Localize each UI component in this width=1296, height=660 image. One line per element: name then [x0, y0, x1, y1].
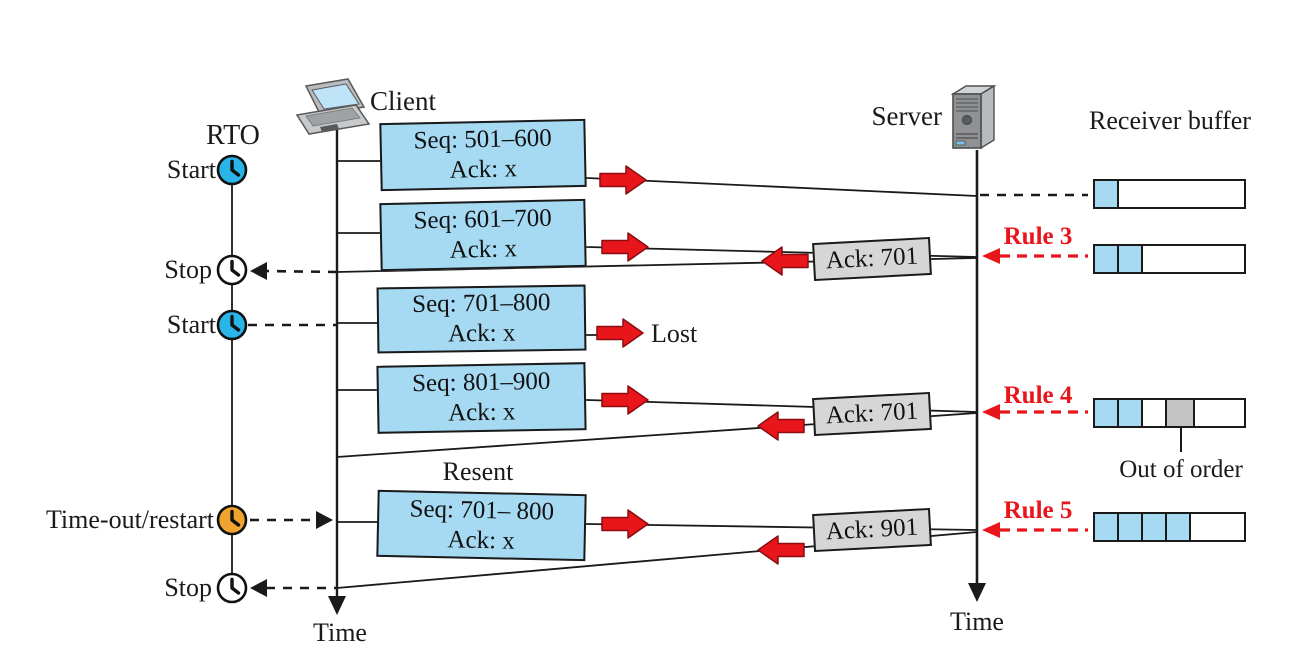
segment5-ack: Ack: x — [447, 525, 516, 555]
segment-box-2: Seq: 601–700 Ack: x — [379, 198, 587, 272]
resent-label: Resent — [442, 457, 514, 486]
client-label: Client — [370, 86, 436, 116]
buffer-cell-filled — [1095, 400, 1119, 426]
ack3-red-arrow-icon — [757, 535, 805, 565]
rule5-label: Rule 5 — [1003, 497, 1073, 524]
segment2-red-arrow-icon — [601, 232, 649, 262]
stop1-arrowhead-icon — [250, 262, 267, 280]
timeout-arrowhead-icon — [316, 511, 333, 529]
segment1-seq: Seq: 501–600 — [413, 124, 553, 155]
client-time-label: Time — [313, 618, 367, 647]
ack-box-2: Ack: 701 — [812, 391, 932, 437]
ack-box-1: Ack: 701 — [812, 236, 932, 282]
buffer-cell-empty — [1143, 400, 1167, 426]
stop1-clock-icon — [216, 254, 248, 286]
segment3-red-arrow-icon — [596, 318, 644, 348]
server-label: Server — [871, 101, 942, 131]
receiver-buffer-2 — [1093, 244, 1246, 274]
start2-clock-icon — [216, 309, 248, 341]
lost-label: Lost — [651, 319, 698, 348]
segment1-ack: Ack: x — [449, 155, 518, 184]
rule5-arrowhead-icon — [982, 522, 1000, 538]
rule4-arrowhead-icon — [982, 404, 1000, 420]
segment4-seq: Seq: 801–900 — [411, 367, 551, 398]
segment-box-1: Seq: 501–600 Ack: x — [379, 118, 587, 192]
segment3-seq: Seq: 701–800 — [411, 289, 551, 318]
segment-box-5-resent: Seq: 701– 800 Ack: x — [376, 489, 587, 562]
client-time-arrowhead-icon — [328, 596, 346, 615]
receiver-buffer-4 — [1093, 512, 1246, 542]
server-icon — [950, 84, 997, 150]
segment1-red-arrow-icon — [599, 165, 647, 195]
timer-event-stop1-label: Stop — [164, 255, 212, 284]
receiver-buffer-3 — [1093, 398, 1246, 428]
buffer-cell-filled — [1119, 514, 1143, 540]
buffer-cell-filled — [1119, 400, 1143, 426]
buffer-cell-filled — [1119, 246, 1143, 272]
rule4-label: Rule 4 — [1003, 382, 1073, 409]
stop2-arrowhead-icon — [250, 579, 267, 597]
timer-event-stop2-label: Stop — [164, 573, 212, 602]
ack-box-3: Ack: 901 — [812, 507, 932, 553]
segment3-ack: Ack: x — [447, 319, 516, 348]
timer-event-start1-label: Start — [166, 155, 216, 184]
segment5-seq: Seq: 701– 800 — [409, 494, 555, 526]
out-of-order-label: Out of order — [1119, 456, 1243, 483]
timer-event-start2-label: Start — [166, 310, 216, 339]
buffer-cell-filled — [1167, 514, 1191, 540]
start1-clock-icon — [216, 154, 248, 186]
rto-label: RTO — [206, 120, 260, 151]
ack2-red-arrow-icon — [757, 411, 805, 441]
buffer-cell-filled — [1095, 514, 1119, 540]
buffer-cell-out_of_order — [1167, 400, 1195, 426]
buffer-cell-filled — [1143, 514, 1167, 540]
receiver-buffer-1 — [1093, 179, 1246, 209]
rule3-label: Rule 3 — [1003, 223, 1073, 250]
server-time-label: Time — [950, 607, 1004, 636]
segment2-ack: Ack: x — [449, 235, 518, 264]
laptop-icon — [295, 78, 371, 135]
receiver-buffer-title: Receiver buffer — [1089, 106, 1251, 135]
stop2-clock-icon — [216, 572, 248, 604]
stop1-dashed-connector — [265, 269, 338, 274]
segment-box-4: Seq: 801–900 Ack: x — [376, 362, 587, 434]
rule3-arrowhead-icon — [982, 248, 1000, 264]
segment4-ack: Ack: x — [447, 398, 516, 427]
segment4-red-arrow-icon — [601, 385, 649, 415]
segment5-red-arrow-icon — [601, 509, 649, 539]
timeout-clock-icon — [216, 504, 248, 536]
ack1-red-arrow-icon — [761, 246, 809, 276]
segment2-seq: Seq: 601–700 — [413, 204, 553, 235]
buffer-cell-filled — [1095, 246, 1119, 272]
server-time-arrowhead-icon — [968, 583, 986, 602]
buffer-cell-filled — [1095, 181, 1119, 207]
timer-event-timeout-label: Time-out/restart — [45, 505, 214, 534]
segment-box-3: Seq: 701–800 Ack: x — [376, 284, 587, 354]
